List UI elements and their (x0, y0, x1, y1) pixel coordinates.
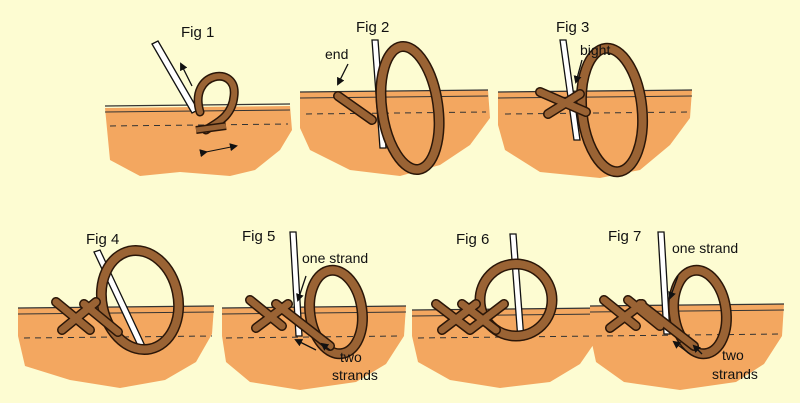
arrow (320, 342, 331, 351)
figure-1: Fig 1 (104, 24, 292, 176)
annotation-two: two (722, 347, 744, 363)
figure-2: Fig 2 end (299, 19, 490, 176)
figure-label: Fig 7 (608, 228, 641, 245)
arrow (573, 59, 583, 84)
figure-label: Fig 4 (86, 231, 119, 248)
annotation-bight: bight (580, 42, 610, 58)
stitch-line (109, 123, 289, 127)
leather-top-edge (589, 303, 785, 307)
figure-3: Fig 3 bight (497, 19, 693, 178)
lace-end (334, 92, 376, 124)
needle (657, 231, 671, 335)
lace-cross (432, 300, 508, 334)
arrow (672, 340, 691, 355)
leather-top-edge (497, 95, 693, 99)
annotation-one-strand: one strand (672, 240, 738, 256)
annotation-two: two (340, 349, 362, 365)
leather-piece (412, 308, 602, 388)
arrow (692, 344, 703, 355)
lace-cross (52, 298, 122, 336)
lace-loop (305, 266, 367, 358)
figure-6: Fig 6 (411, 231, 603, 388)
stitch-line (305, 111, 487, 115)
figure-label: Fig 3 (556, 19, 589, 36)
lace-end (195, 123, 227, 133)
stitch-line (504, 111, 689, 115)
arrow (180, 62, 193, 87)
figure-label: Fig 5 (242, 228, 275, 245)
leather-piece (300, 90, 490, 176)
leather-top-edge (299, 95, 489, 99)
leather-top-edge (497, 89, 693, 93)
annotation-end: end (325, 46, 348, 62)
lace-loop (476, 260, 556, 340)
figure-label: Fig 1 (181, 24, 214, 41)
lace-cross (246, 296, 334, 350)
needle (289, 231, 303, 337)
annotation-strands: strands (712, 366, 758, 382)
stitch-line (23, 335, 213, 339)
figure-5: Fig 5 one strand two strands (221, 228, 407, 390)
lace-loop (195, 73, 238, 133)
arrow (337, 63, 349, 86)
lace-loop (376, 42, 444, 174)
arrow (668, 275, 679, 300)
annotation-strands: strands (332, 367, 378, 383)
leather-piece (105, 106, 292, 176)
leather-piece (18, 306, 214, 388)
leather-top-edge (299, 89, 489, 93)
leather-piece (498, 90, 692, 178)
arrow (199, 143, 238, 158)
lace-loop (97, 246, 183, 354)
needle (151, 40, 199, 114)
figure-4: Fig 4 (17, 231, 215, 388)
lace-cross (600, 296, 698, 350)
arrow (294, 339, 317, 351)
arrow (296, 275, 307, 302)
annotation-one-strand: one strand (302, 250, 368, 266)
lace-cross (536, 88, 590, 118)
figure-label: Fig 6 (456, 231, 489, 248)
lace-loop (669, 266, 731, 358)
figure-label: Fig 2 (356, 19, 389, 36)
figure-7: Fig 7 one strand two strands (589, 228, 785, 390)
